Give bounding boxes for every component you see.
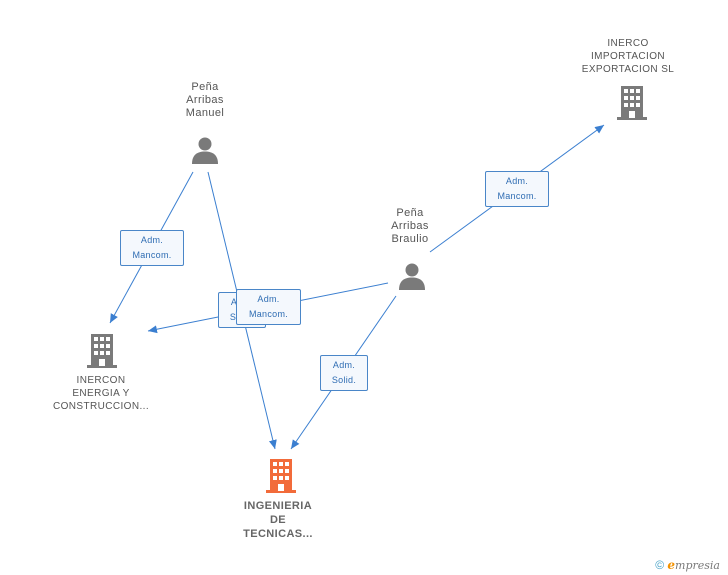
- edge-tag-manuel-inercon[interactable]: Adm. Mancom.: [120, 230, 184, 266]
- node-label-inerco-import[interactable]: INERCO IMPORTACION EXPORTACION SL: [581, 38, 675, 75]
- empresia-logo-text: mpresia: [675, 559, 720, 572]
- building-icon[interactable]: [87, 334, 117, 368]
- node-label-braulio[interactable]: Peña Arribas Braulio: [391, 207, 429, 245]
- building-focus-icon[interactable]: [266, 459, 296, 493]
- edge-tag-braulio-inerco[interactable]: Adm. Mancom.: [485, 171, 549, 207]
- person-icon[interactable]: [398, 262, 426, 290]
- edge-tag-braulio-inercon[interactable]: Adm. Mancom.: [236, 289, 301, 325]
- empresia-logo-e: e: [667, 558, 676, 572]
- node-label-manuel[interactable]: Peña Arribas Manuel: [185, 81, 225, 119]
- node-label-inercon[interactable]: INERCON ENERGIA Y CONSTRUCCION...: [53, 375, 149, 412]
- building-icon[interactable]: [617, 86, 647, 120]
- edge-tag-braulio-ingenieria[interactable]: Adm. Solid.: [320, 355, 368, 391]
- person-icon[interactable]: [191, 136, 219, 164]
- node-label-ingenieria[interactable]: INGENIERIA DE TECNICAS...: [243, 500, 313, 540]
- copyright-footer[interactable]: © empresia: [655, 558, 720, 572]
- copyright-symbol: ©: [655, 558, 665, 572]
